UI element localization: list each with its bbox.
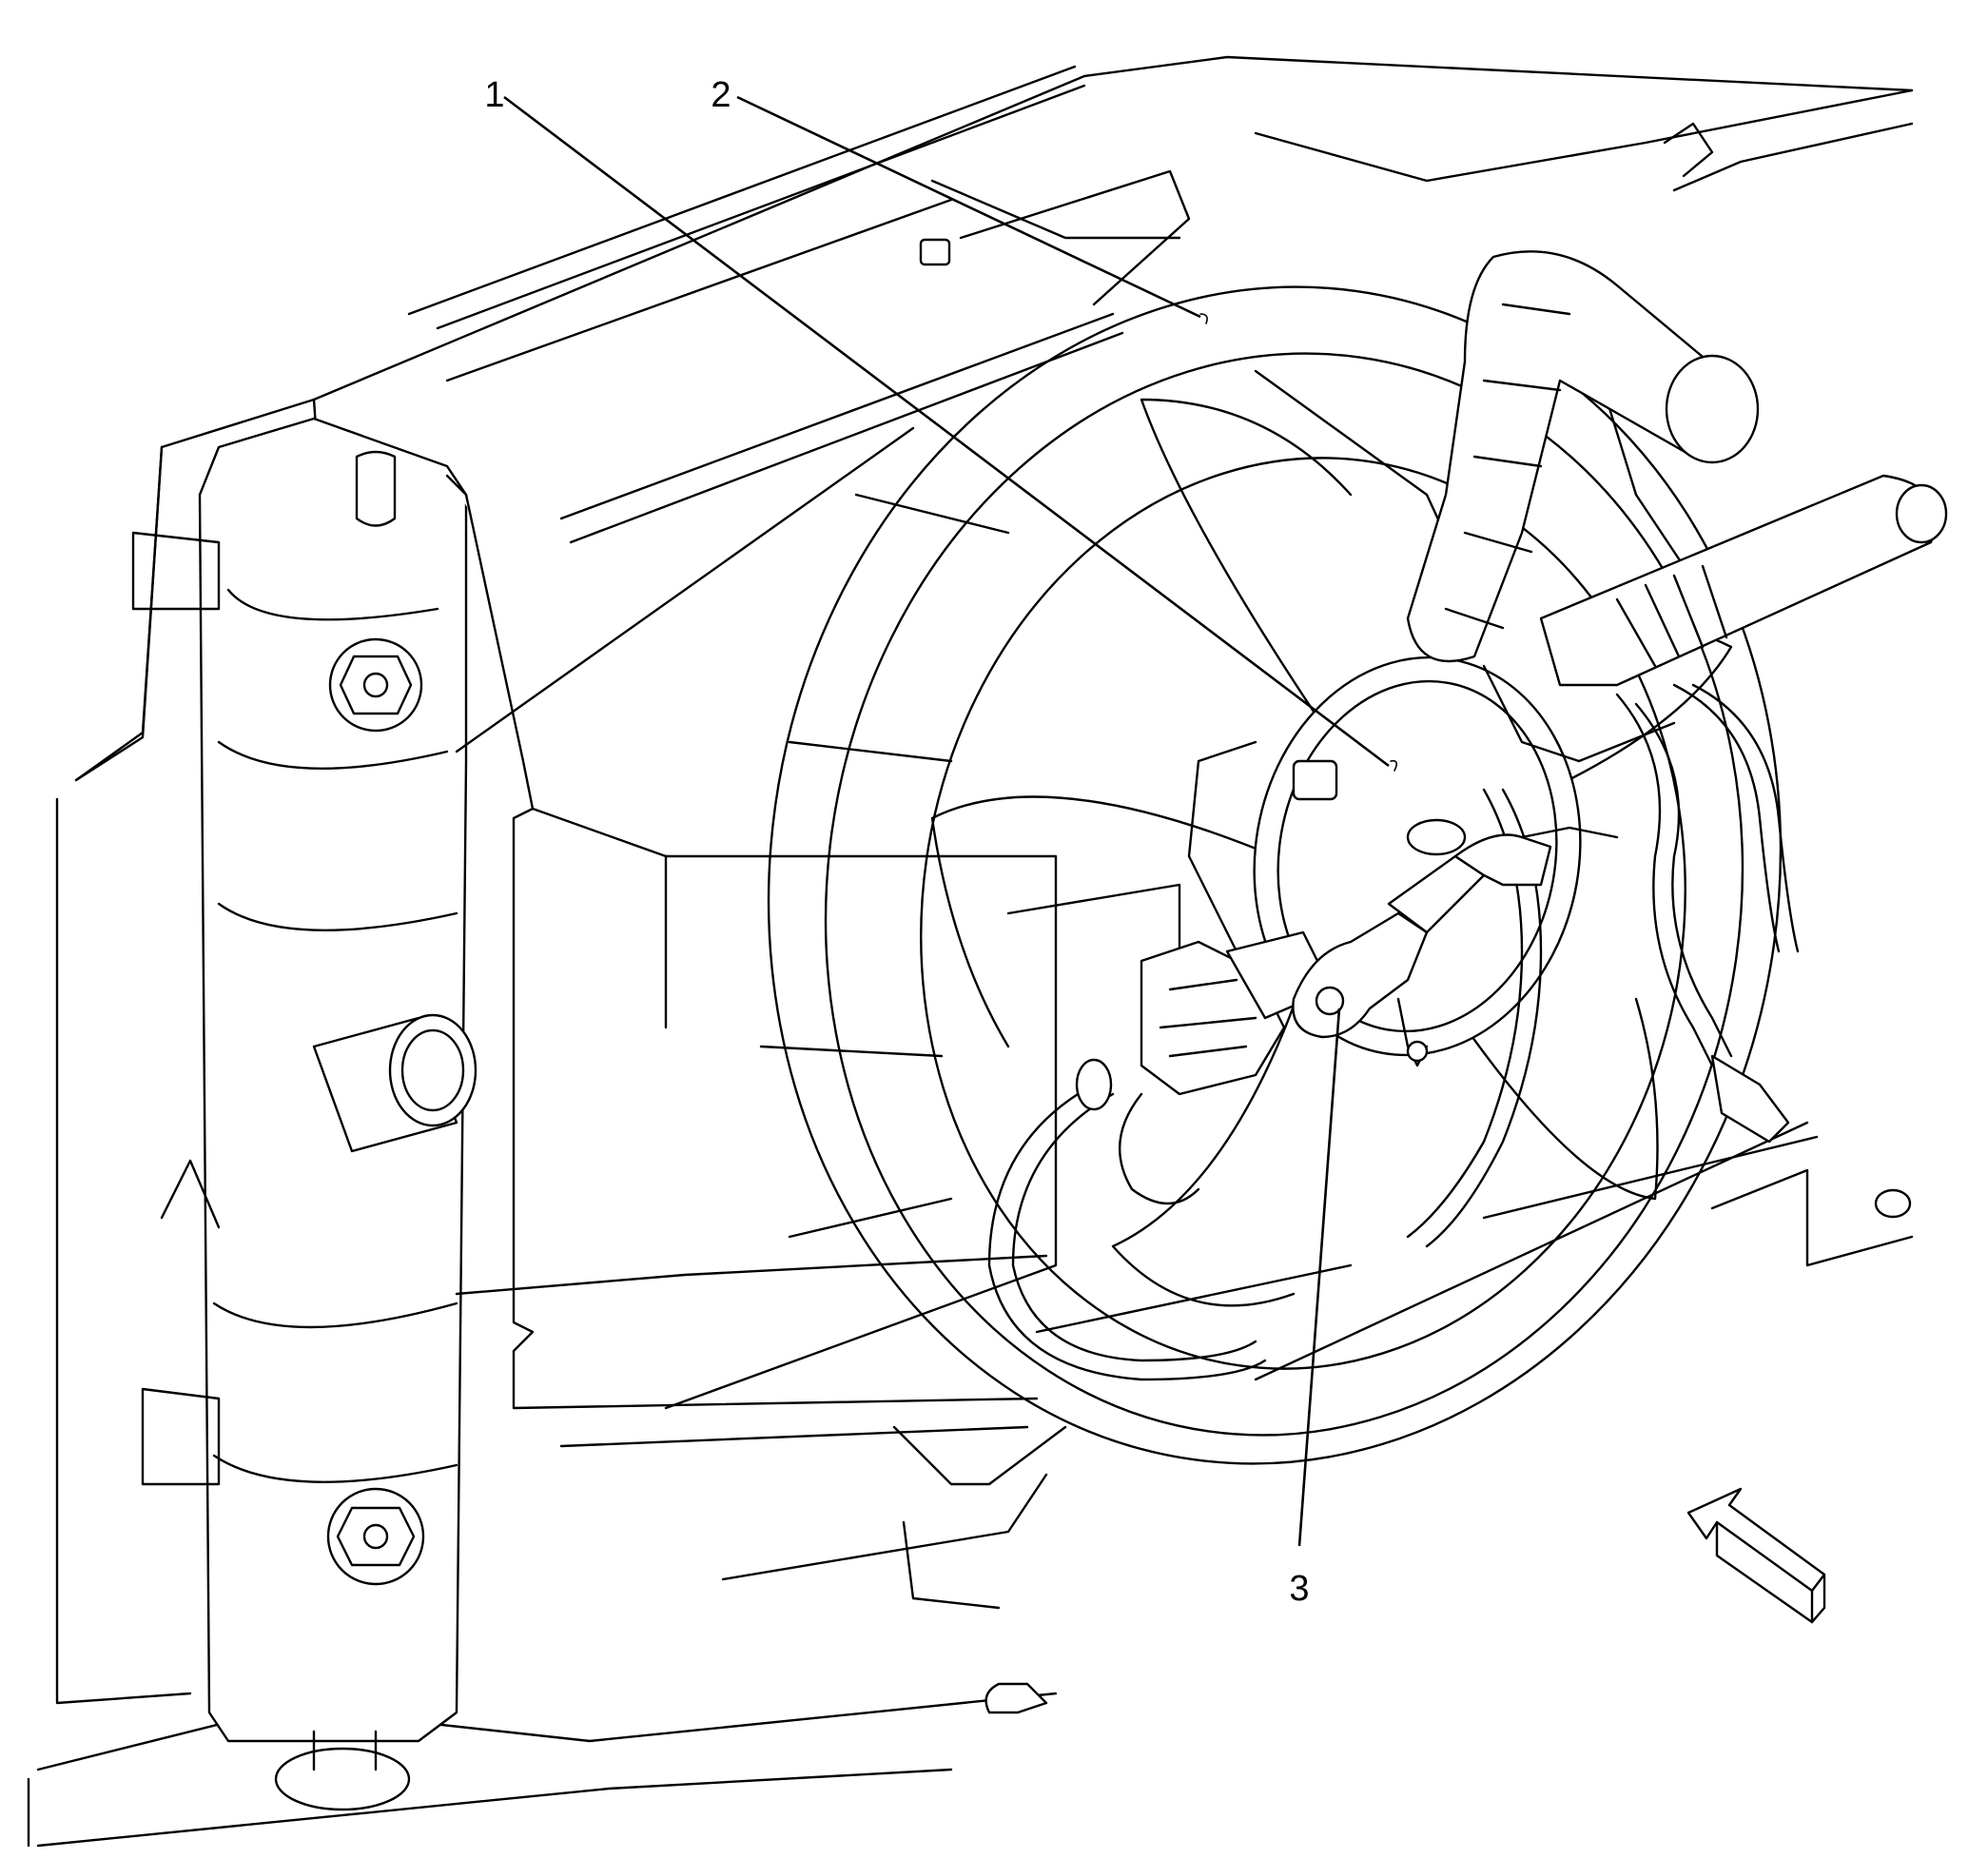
callout-2-leader: [736, 95, 1201, 319]
coolant-inlet-pipe: [312, 1013, 478, 1153]
view-direction-arrow-icon: [1686, 1487, 1826, 1624]
callout-2-label: 2: [711, 75, 731, 115]
callout-3-leader: [1297, 1008, 1341, 1547]
fan-ring: [759, 285, 1783, 1465]
wiring-harness-upper: [1406, 250, 1948, 763]
tank-upper-bolt: [328, 637, 423, 733]
motor-connector: [1075, 930, 1334, 1111]
reference-mark-2: [1199, 313, 1208, 324]
callout-3-label: 3: [1289, 1569, 1309, 1609]
tank-lower-bolt: [326, 1487, 425, 1586]
radiator-core: [27, 55, 1914, 1848]
reference-mark-1: [1390, 759, 1398, 772]
ground-terminal: [1292, 826, 1619, 1067]
callout-1-leader: [503, 95, 1390, 768]
callout-1-label: 1: [484, 75, 504, 115]
fan-blades: [930, 369, 1733, 1307]
wiring-harness-right: [1406, 683, 1800, 1248]
wiring-harness-lower: [987, 1083, 1267, 1381]
fan-shroud: [445, 426, 1067, 1714]
radiator-side-tank: [131, 417, 478, 1811]
